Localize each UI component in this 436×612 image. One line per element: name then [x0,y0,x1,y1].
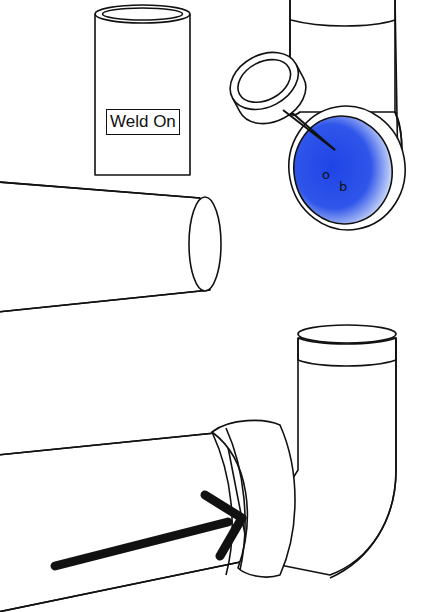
label-text: Weld On [110,112,176,132]
cement [285,108,400,231]
lid [220,41,308,121]
can-rim [103,8,183,20]
pipe-end [189,197,221,291]
elbow-top [298,325,396,343]
cement-mark: o [322,168,330,182]
can-label: Weld On [106,109,180,135]
pipe [0,432,250,612]
pipe [0,182,210,312]
push-arrow [55,495,242,566]
elbow-edge [298,338,396,578]
pipe-edge [0,432,250,612]
lid-inner [231,51,298,111]
pipe-edge [0,182,210,312]
can-top [95,5,190,23]
can-body [95,14,190,175]
cement-mark: b [339,180,347,194]
dauber-stick [283,110,335,150]
elbow-rim [291,20,395,26]
